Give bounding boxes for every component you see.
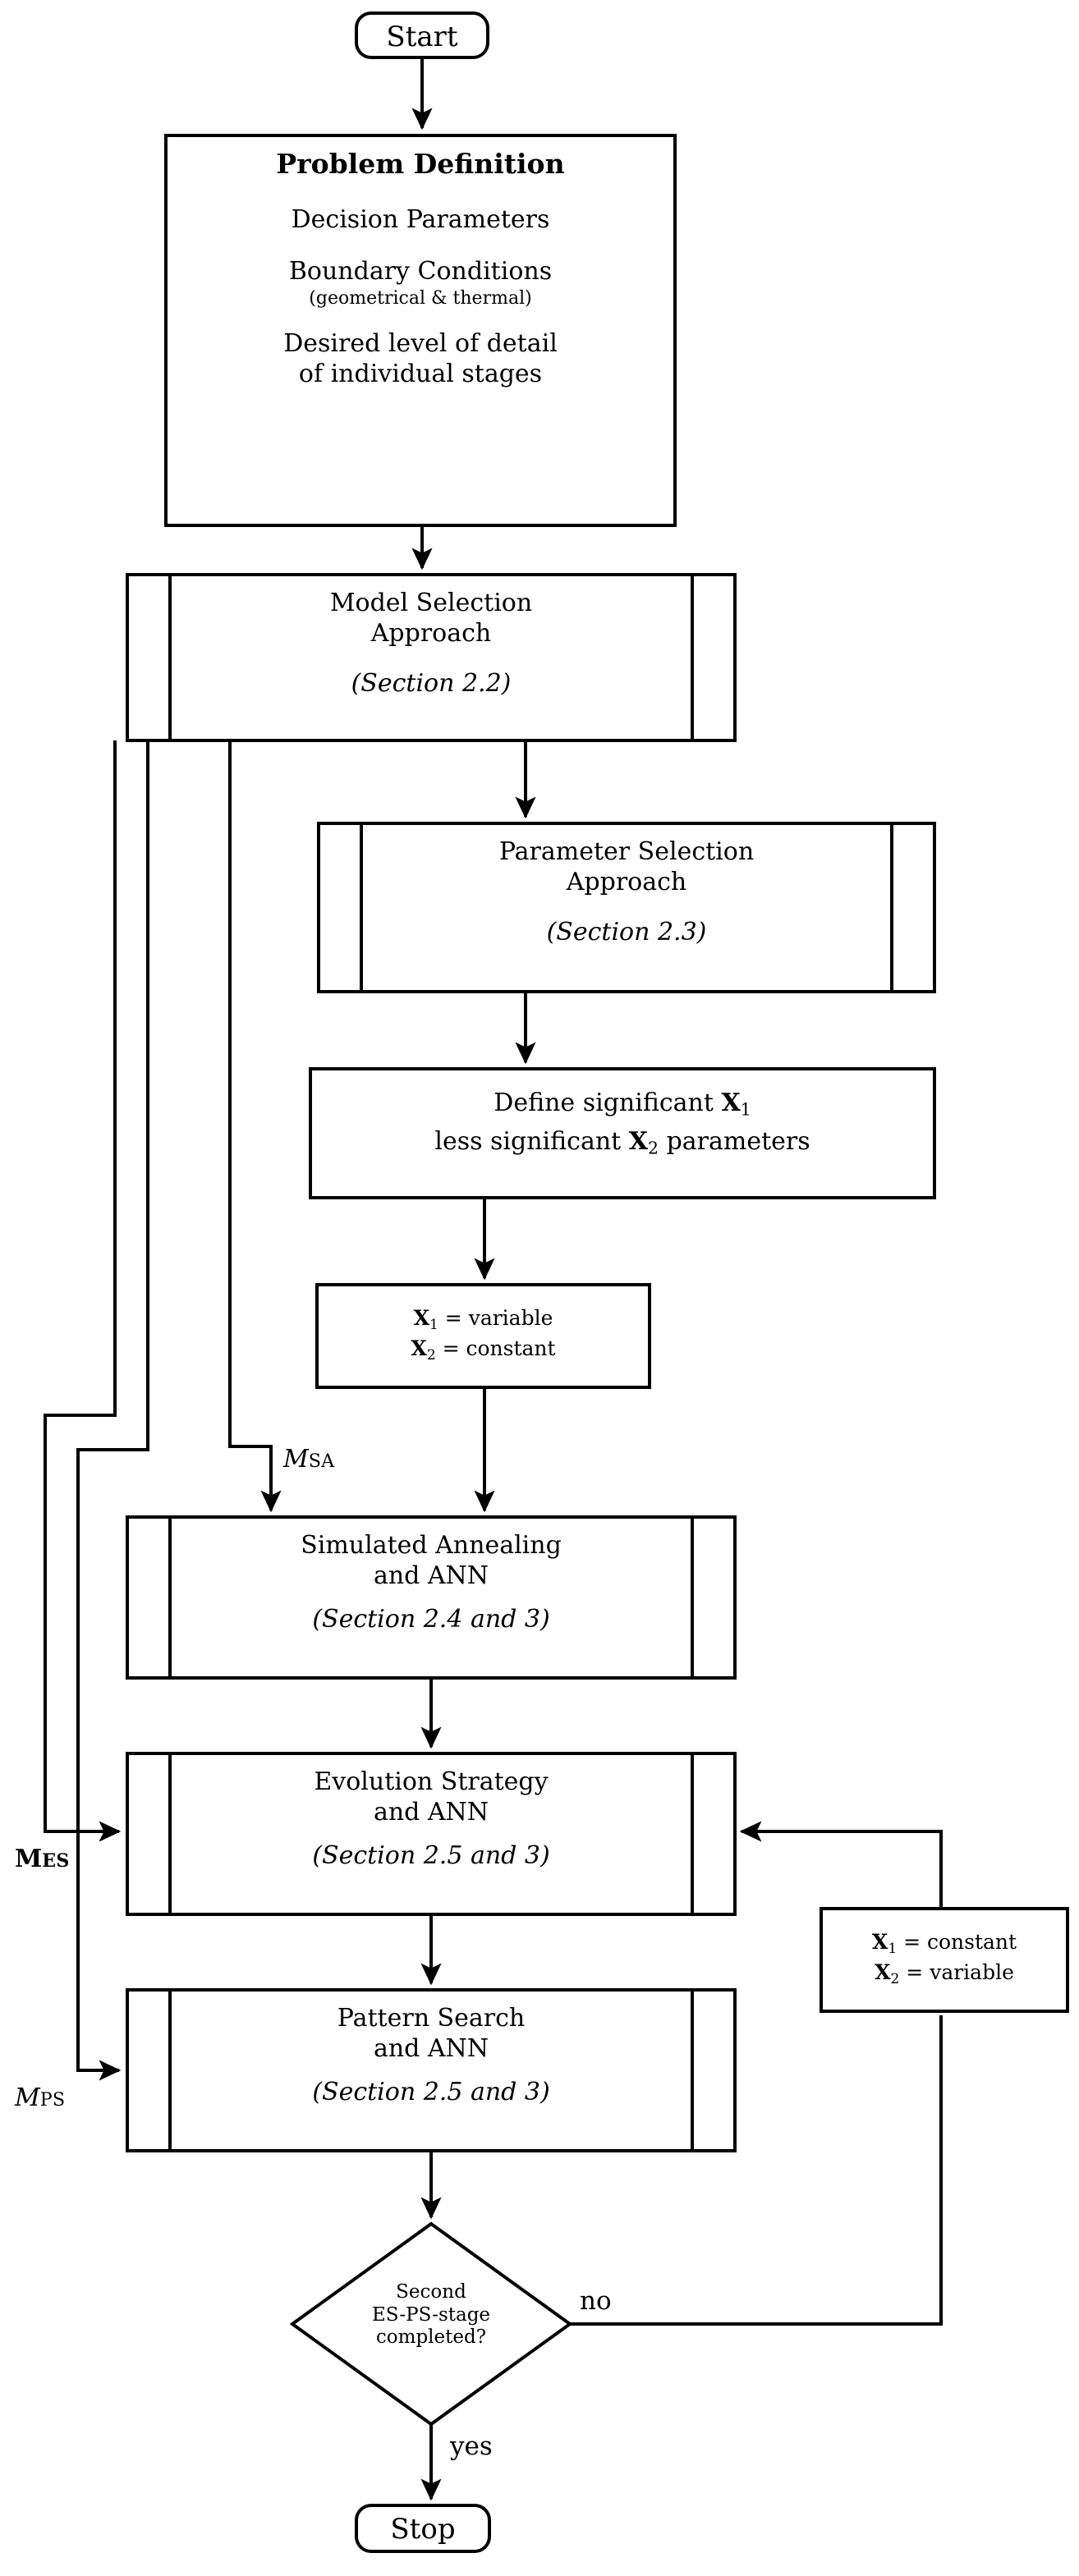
node-evolution-strategy bbox=[126, 1752, 737, 1916]
node-pattern-search bbox=[126, 1988, 737, 2152]
edge-label-m-ps: MPS bbox=[15, 2083, 66, 2112]
node-problem-definition bbox=[164, 134, 677, 527]
edge-label-m-es: MES bbox=[15, 1845, 70, 1873]
predefined-process-bars bbox=[168, 575, 893, 2151]
node-start bbox=[355, 11, 489, 59]
node-model-selection bbox=[126, 573, 737, 742]
edge-label-yes: yes bbox=[450, 2432, 493, 2461]
edge-label-no: no bbox=[580, 2286, 612, 2316]
node-decision-diamond bbox=[289, 2221, 573, 2427]
node-x-assign-second bbox=[820, 1907, 1069, 2013]
node-x-assign-first bbox=[315, 1283, 651, 1389]
node-parameter-selection bbox=[317, 822, 936, 993]
edge-label-m-sa: MSA bbox=[283, 1445, 335, 1474]
node-simulated-annealing bbox=[126, 1515, 737, 1680]
node-stop bbox=[355, 2504, 491, 2553]
connectors bbox=[44, 57, 943, 2501]
node-define-significant bbox=[309, 1067, 936, 1199]
